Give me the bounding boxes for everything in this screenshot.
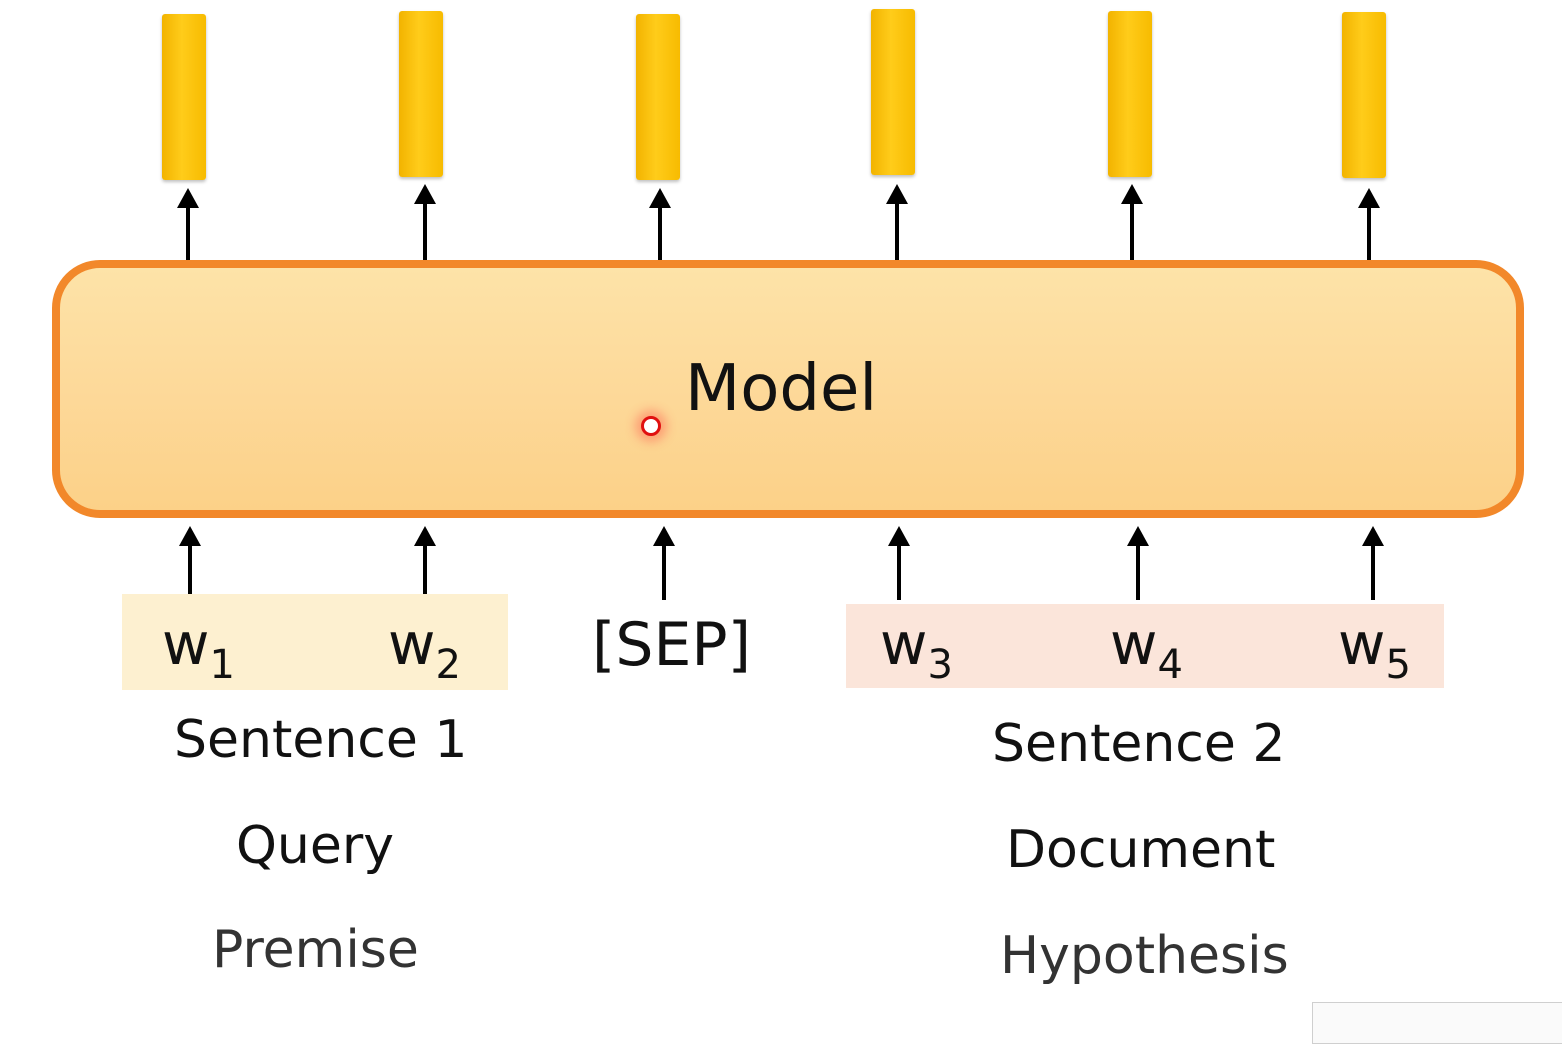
output-arrow-1: [177, 188, 199, 262]
input-arrow-2: [414, 526, 436, 600]
token-w1: w1: [162, 610, 235, 688]
input-arrow-1: [179, 526, 201, 600]
hypothesis-label: Hypothesis: [1000, 926, 1289, 986]
token-w3: w3: [880, 610, 953, 688]
output-bar-5: [1108, 11, 1152, 177]
separator-token: [SEP]: [592, 610, 751, 680]
token-w4: w4: [1110, 610, 1183, 688]
input-arrow-5: [1127, 526, 1149, 600]
output-arrow-2: [414, 184, 436, 260]
model-label: Model: [685, 352, 878, 426]
document-label: Document: [1006, 820, 1276, 880]
input-arrow-6: [1362, 526, 1384, 600]
output-bar-4: [871, 9, 915, 175]
output-bar-2: [399, 11, 443, 177]
output-arrow-5: [1121, 184, 1143, 260]
output-bar-6: [1342, 12, 1386, 178]
sentence-1-label: Sentence 1: [174, 710, 468, 770]
query-label: Query: [236, 816, 395, 876]
token-w5: w5: [1338, 610, 1411, 688]
sentence-2-band: [846, 604, 1444, 688]
input-arrow-4: [888, 526, 910, 600]
output-arrow-6: [1358, 188, 1380, 262]
output-bar-3: [636, 14, 680, 180]
corner-overlay-box: [1312, 1002, 1562, 1044]
premise-label: Premise: [212, 920, 419, 980]
input-arrow-3: [653, 526, 675, 600]
sentence-2-label: Sentence 2: [992, 714, 1286, 774]
model-box: [52, 260, 1524, 518]
pointer-indicator-icon: [641, 416, 661, 436]
output-arrow-3: [649, 188, 671, 262]
output-bar-1: [162, 14, 206, 180]
sentence-1-band: [122, 594, 508, 690]
output-arrow-4: [886, 184, 908, 260]
token-w2: w2: [388, 610, 461, 688]
